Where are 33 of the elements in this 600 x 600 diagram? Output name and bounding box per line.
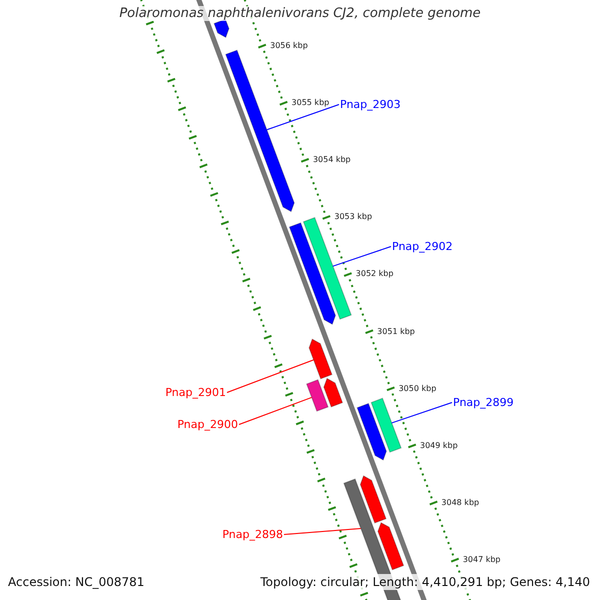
scale-label: 3054 kbp <box>312 155 351 166</box>
scale-label: 3056 kbp <box>270 41 308 52</box>
gene-label: Pnap_2903 <box>340 98 401 111</box>
gene-feature <box>360 475 387 524</box>
scale-label: 3048 kbp <box>441 498 480 508</box>
scale-label: 3055 kbp <box>292 98 330 108</box>
gene-label: Pnap_2900 <box>177 418 238 431</box>
leader-line <box>391 402 452 424</box>
leader-line <box>266 104 340 130</box>
scale-label: 3052 kbp <box>356 269 394 280</box>
scale-label: 3047 kbp <box>462 554 501 565</box>
gene-feature <box>308 338 333 380</box>
genome-summary: Topology: circular; Length: 4,410,291 bp; Genes: 4,140 <box>260 574 590 590</box>
gene-feature <box>370 398 402 453</box>
leader-line <box>238 396 312 425</box>
gene-feature <box>323 378 344 408</box>
gene-feature <box>214 18 230 38</box>
gene-label: Pnap_2899 <box>453 396 514 409</box>
scale-label: 3053 kbp <box>334 212 372 222</box>
accession-label: Accession: NC_008781 <box>8 574 144 590</box>
leader-line <box>332 246 392 267</box>
gene-label: Pnap_2901 <box>165 386 226 399</box>
scale-label: 3050 kbp <box>398 384 436 394</box>
leader-line <box>284 528 362 535</box>
gene-feature <box>377 522 404 570</box>
gene-label: Pnap_2902 <box>392 240 453 253</box>
gene-feature <box>288 222 336 325</box>
gene-feature <box>356 402 387 461</box>
scale-label: 3051 kbp <box>377 326 415 337</box>
gene-feature <box>306 379 329 412</box>
scale-label: 3049 kbp <box>420 440 458 451</box>
gene-label: Pnap_2898 <box>222 528 283 541</box>
leader-line <box>226 359 314 393</box>
